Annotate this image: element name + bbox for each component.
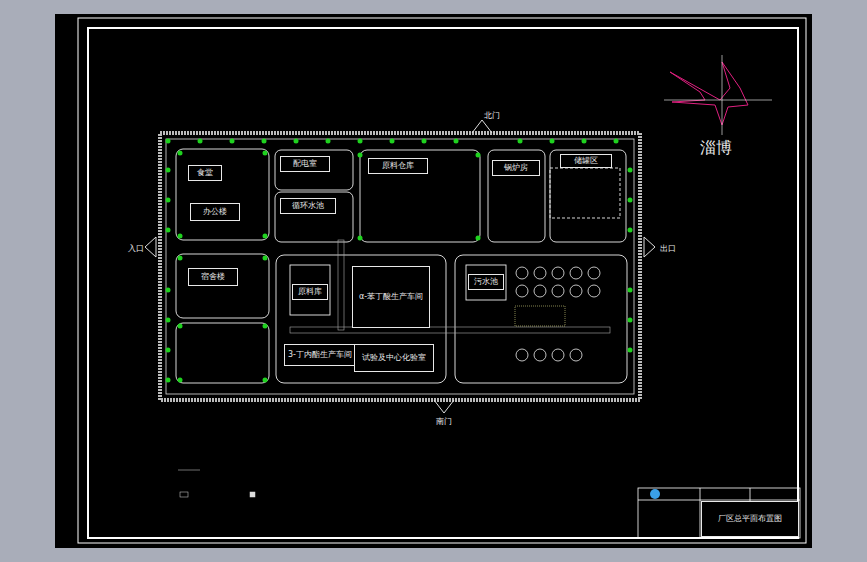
gate-label: 出口 xyxy=(660,243,676,254)
building-box: 厂区总平面布置图 xyxy=(701,501,799,537)
building-box: 试验及中心化验室 xyxy=(354,344,434,372)
building-name: 宿舍楼 xyxy=(201,272,225,281)
building-box: 配电室 xyxy=(280,156,330,172)
building-box: 3-丁内酯生产车间 xyxy=(284,344,356,366)
building-name: 3-丁内酯生产车间 xyxy=(288,350,352,359)
building-box: α-苯丁酸生产车间 xyxy=(352,266,430,328)
building-box: 宿舍楼 xyxy=(188,268,238,286)
building-box: 食堂 xyxy=(188,165,222,181)
building-name: 厂区总平面布置图 xyxy=(718,514,782,523)
building-name: 原料仓库 xyxy=(382,161,414,170)
building-name: 循环水池 xyxy=(292,201,324,210)
building-box: 办公楼 xyxy=(190,203,240,221)
building-box: 污水池 xyxy=(468,274,504,290)
building-name: 锅炉房 xyxy=(504,163,528,172)
building-name: 食堂 xyxy=(197,168,213,177)
gate-label: 北门 xyxy=(484,110,500,121)
building-box: 循环水池 xyxy=(280,198,336,214)
building-name: α-苯丁酸生产车间 xyxy=(359,292,423,301)
building-name: 配电室 xyxy=(293,159,317,168)
building-name: 办公楼 xyxy=(203,207,227,216)
gate-label: 南门 xyxy=(436,416,452,427)
building-name: 污水池 xyxy=(474,277,498,286)
building-name: 原料库 xyxy=(298,287,322,296)
building-box: 原料库 xyxy=(292,284,328,300)
building-box: 锅炉房 xyxy=(492,160,540,176)
building-name: 储罐区 xyxy=(574,156,598,165)
building-box: 储罐区 xyxy=(560,154,612,168)
building-name: 试验及中心化验室 xyxy=(362,353,426,362)
gate-label: 入口 xyxy=(128,243,144,254)
building-box: 原料仓库 xyxy=(368,158,428,174)
city-name: 淄博 xyxy=(700,138,732,159)
